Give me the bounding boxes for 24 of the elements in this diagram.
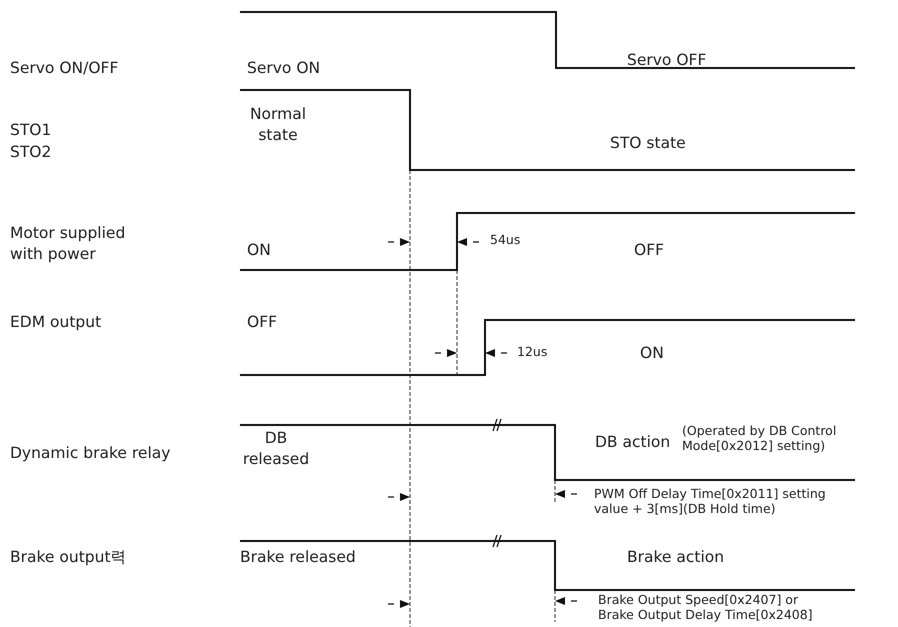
state-text: DB action [595,432,670,453]
note-text: PWM Off Delay Time[0x2011] setting value + 3[ms](DB Hold time) [594,487,827,516]
signal-name: Dynamic brake relay [10,443,170,464]
state-text: OFF [634,240,664,261]
signal-name: STO2 [10,142,52,163]
delay-value: 12us [517,345,548,360]
state-text: Servo OFF [627,50,706,71]
state-text: Brake released [240,547,356,568]
state-text: ON [247,240,271,261]
delay-value: 54us [490,233,520,248]
signal-name: EDM output [10,312,102,333]
state-text: Normal state [248,104,308,146]
state-text: STO state [610,133,686,154]
state-text: Brake action [627,547,724,568]
signal-name: Brake output력 [10,547,127,568]
state-text: Servo ON [247,58,320,79]
state-text: ON [640,343,664,364]
signal-name: STO1 [10,120,52,141]
note-text: Brake Output Speed[0x2407] or Brake Output Delay Time[0x2408] [598,593,814,622]
signal-name: Servo ON/OFF [10,58,118,79]
note-text: (Operated by DB Control Mode[0x2012] setting) [682,424,838,454]
signal-name: Motor supplied with power [10,223,126,265]
state-text: OFF [247,312,278,333]
state-text: DB released [242,428,310,470]
